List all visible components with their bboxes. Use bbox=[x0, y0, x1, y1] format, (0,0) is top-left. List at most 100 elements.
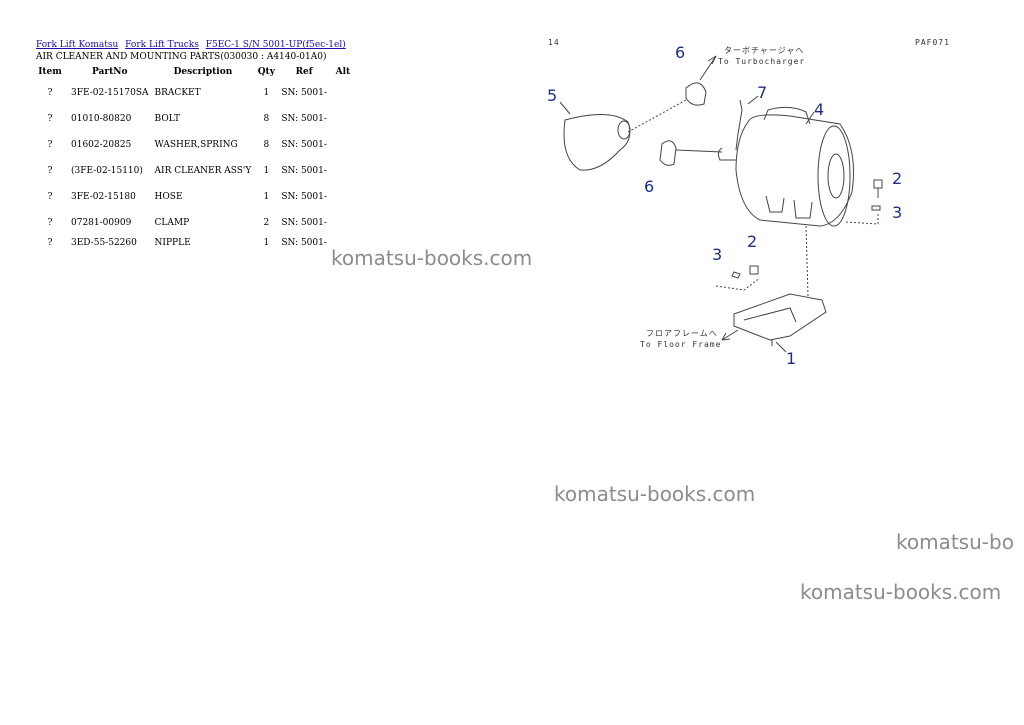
cell-item: ? bbox=[47, 114, 53, 124]
column-header-qty: Qty bbox=[257, 67, 275, 77]
cell-part-no: 01602-20825 bbox=[71, 140, 132, 150]
cell-ref: SN: 5001- bbox=[281, 192, 327, 202]
breadcrumb-link-fork-lift-komatsu[interactable]: Fork Lift Komatsu bbox=[36, 40, 119, 50]
callout-2-right: 2 bbox=[892, 169, 902, 188]
bolt-right bbox=[873, 179, 883, 198]
table-row: ? 01010-80820 BOLT 8 SN: 5001- bbox=[32, 106, 356, 132]
cell-ref: SN: 5001- bbox=[281, 114, 327, 124]
cell-item: ? bbox=[47, 166, 53, 176]
leader-4 bbox=[805, 111, 815, 125]
page-title: AIR CLEANER AND MOUNTING PARTS(030030 : … bbox=[36, 52, 327, 62]
leader-7 bbox=[747, 95, 759, 105]
cell-qty: 2 bbox=[263, 218, 270, 228]
parts-table: Item PartNo Description Qty Ref Alt ? 3F… bbox=[32, 64, 356, 250]
cell-ref: SN: 5001- bbox=[281, 218, 327, 228]
label-turbo-en: To Turbocharger bbox=[718, 57, 805, 66]
callout-4: 4 bbox=[814, 100, 824, 119]
cell-qty: 8 bbox=[263, 114, 270, 124]
callout-5: 5 bbox=[547, 86, 557, 105]
air-cleaner-body bbox=[735, 114, 854, 227]
breadcrumb-link-model[interactable]: F5EC-1 S/N 5001-UP(f5ec-1el) bbox=[205, 40, 346, 50]
breadcrumb-link-fork-lift-trucks[interactable]: Fork Lift Trucks bbox=[125, 40, 199, 50]
bolt-left-leader bbox=[715, 277, 761, 291]
diagram-figure-code: PAF071 bbox=[915, 38, 950, 47]
label-floor-en: To Floor Frame bbox=[640, 340, 721, 349]
column-header-alt: Alt bbox=[335, 67, 351, 77]
table-row: ? 3FE-02-15180 HOSE 1 SN: 5001- bbox=[32, 184, 356, 210]
table-row: ? 3FE-02-15170SA BRACKET 1 SN: 5001- bbox=[32, 80, 356, 106]
watermark-text: komatsu-books.com bbox=[554, 482, 756, 506]
washer-left bbox=[731, 271, 741, 279]
bracket-connect-line bbox=[805, 225, 809, 297]
cell-qty: 1 bbox=[263, 192, 270, 202]
cell-qty: 1 bbox=[263, 238, 270, 248]
leader-to-floor bbox=[721, 329, 739, 341]
bolt-right-leader bbox=[845, 212, 879, 225]
leader-to-turbo bbox=[699, 55, 717, 81]
table-row: ? (3FE-02-15110) AIR CLEANER ASS'Y 1 SN:… bbox=[32, 158, 356, 184]
callout-7: 7 bbox=[757, 83, 767, 102]
cell-item: ? bbox=[47, 140, 53, 150]
column-header-ref: Ref bbox=[295, 67, 313, 77]
washer-right bbox=[871, 205, 881, 211]
callout-6-upper: 6 bbox=[675, 43, 685, 62]
cell-description: HOSE bbox=[154, 192, 183, 202]
column-header-partno: PartNo bbox=[92, 67, 128, 77]
mounting-lugs bbox=[765, 195, 813, 219]
cell-part-no: 07281-00909 bbox=[71, 218, 132, 228]
cell-description: BOLT bbox=[154, 114, 180, 124]
arrow-head-floor bbox=[721, 332, 731, 341]
cell-ref: SN: 5001- bbox=[281, 140, 327, 150]
watermark-text: komatsu-books.com bbox=[331, 246, 533, 270]
cell-item: ? bbox=[47, 192, 53, 202]
column-header-description: Description bbox=[173, 67, 233, 77]
cell-part-no: 3FE-02-15180 bbox=[71, 192, 136, 202]
arrow-head-turbo bbox=[707, 55, 717, 65]
table-row: ? 07281-00909 CLAMP 2 SN: 5001- bbox=[32, 210, 356, 236]
hose-connect-line bbox=[627, 99, 687, 133]
callout-3-right: 3 bbox=[892, 203, 902, 222]
cell-part-no: 01010-80820 bbox=[71, 114, 132, 124]
cell-description: WASHER,SPRING bbox=[154, 140, 238, 150]
bolt-left bbox=[749, 265, 759, 275]
cell-description: NIPPLE bbox=[154, 238, 191, 248]
cell-ref: SN: 5001- bbox=[281, 166, 327, 176]
watermark-text: komatsu-books.com bbox=[800, 580, 1002, 604]
hose-end bbox=[617, 120, 631, 140]
cell-description: AIR CLEANER ASS'Y bbox=[154, 166, 252, 176]
cell-ref: SN: 5001- bbox=[281, 238, 327, 248]
cell-part-no: 3FE-02-15170SA bbox=[71, 88, 149, 98]
cell-item: ? bbox=[47, 238, 53, 248]
clamp-lower-shape bbox=[659, 140, 677, 166]
callout-2-left: 2 bbox=[747, 232, 757, 251]
table-row: ? 3ED-55-52260 NIPPLE 1 SN: 5001- bbox=[32, 236, 356, 250]
breadcrumb: Fork Lift Komatsu Fork Lift Trucks F5EC-… bbox=[36, 40, 350, 50]
air-cleaner-inlet-pipe bbox=[763, 106, 811, 125]
label-floor-jp: フロアフレームへ bbox=[646, 329, 718, 338]
table-row: ? 01602-20825 WASHER,SPRING 8 SN: 5001- bbox=[32, 132, 356, 158]
air-cleaner-end-cap bbox=[817, 125, 851, 227]
air-cleaner-outlet bbox=[717, 147, 736, 161]
label-turbo-jp: ターボチャージャへ bbox=[724, 46, 804, 55]
clamp-upper-shape bbox=[685, 82, 707, 106]
leader-1 bbox=[775, 341, 787, 353]
cell-ref: SN: 5001- bbox=[281, 88, 327, 98]
cell-qty: 8 bbox=[263, 140, 270, 150]
cell-description: BRACKET bbox=[154, 88, 201, 98]
cell-item: ? bbox=[47, 218, 53, 228]
watermark-text: komatsu-bo bbox=[896, 530, 1014, 554]
column-header-item: Item bbox=[38, 67, 62, 77]
bracket-fold bbox=[743, 307, 797, 323]
cell-part-no: 3ED-55-52260 bbox=[71, 238, 137, 248]
table-header-row: Item PartNo Description Qty Ref Alt bbox=[32, 64, 356, 80]
callout-6-lower: 6 bbox=[644, 177, 654, 196]
cell-part-no: (3FE-02-15110) bbox=[71, 166, 143, 176]
cell-description: CLAMP bbox=[154, 218, 190, 228]
diagram-page-code: 14 bbox=[548, 38, 560, 47]
nipple-shape bbox=[735, 99, 743, 151]
bracket-shape bbox=[733, 293, 827, 341]
hose-to-cleaner-line bbox=[675, 149, 723, 153]
cell-qty: 1 bbox=[263, 88, 270, 98]
leader-5 bbox=[559, 101, 571, 115]
